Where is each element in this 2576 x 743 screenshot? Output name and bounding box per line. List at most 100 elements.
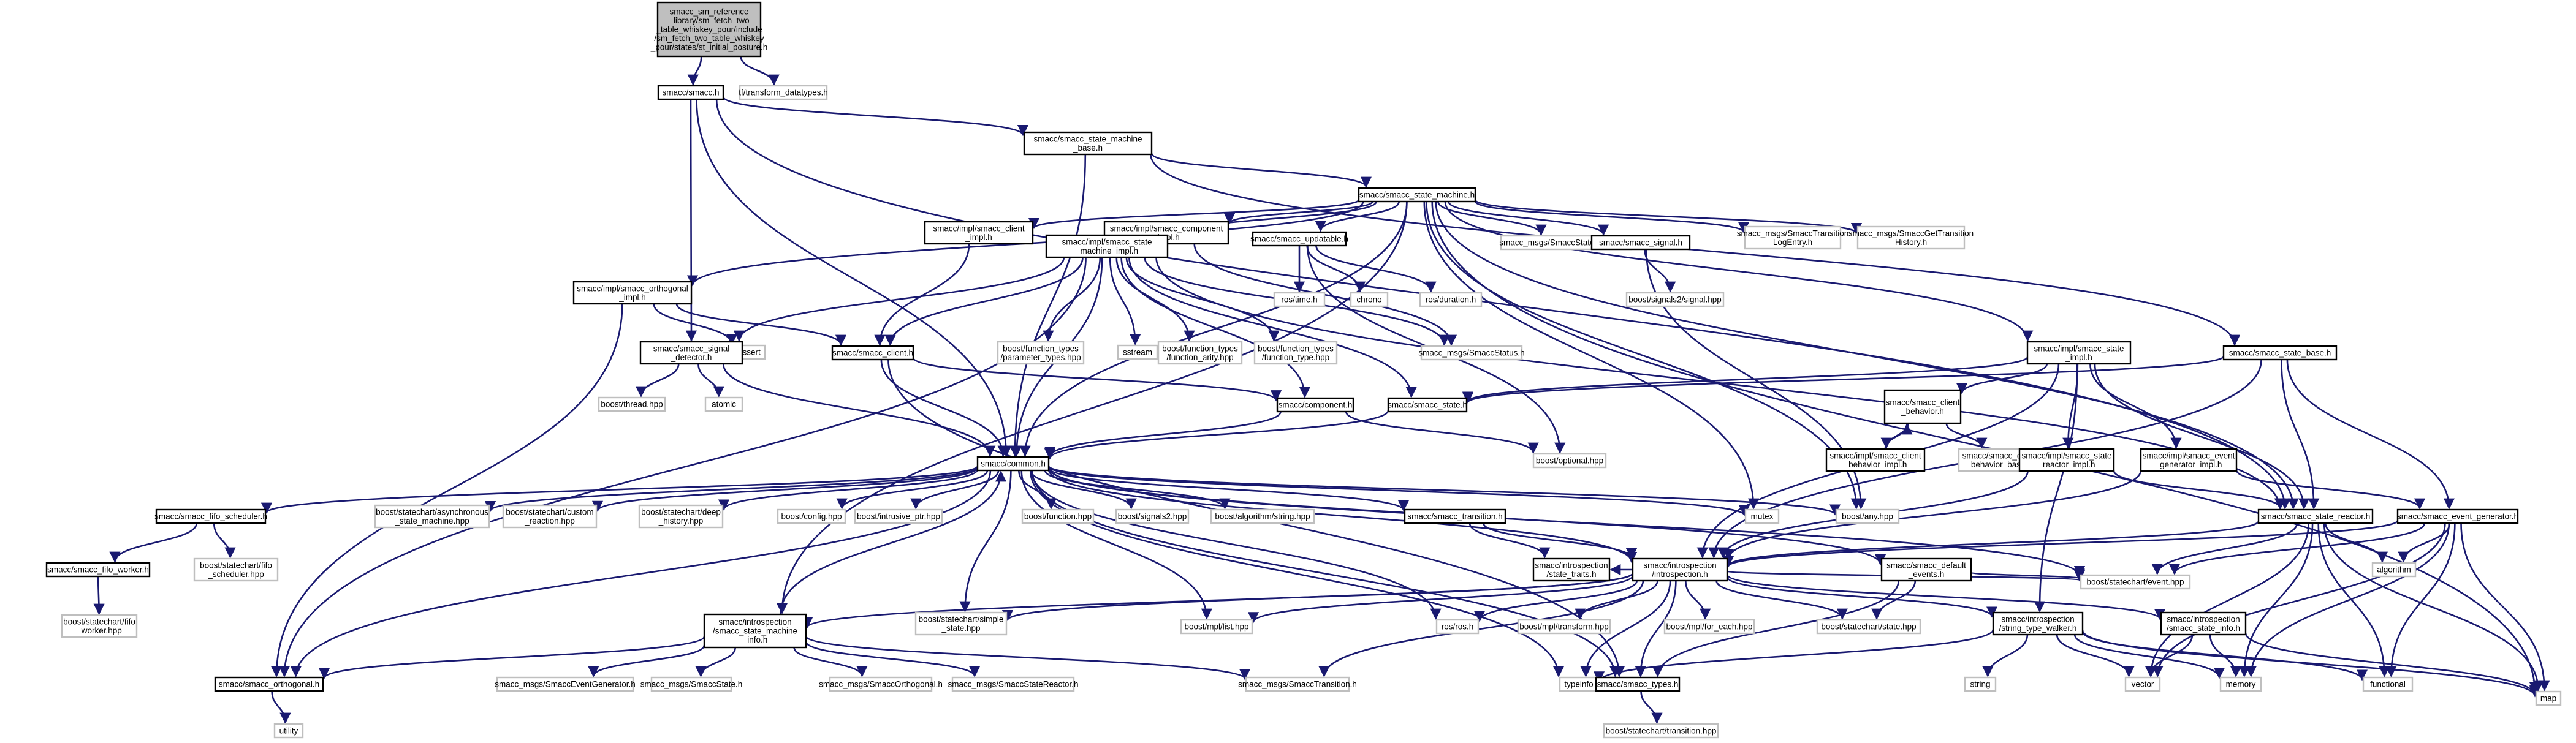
node-chrono[interactable]: chrono (1350, 292, 1389, 307)
node-ros-duration[interactable]: ros/duration.h (1419, 292, 1483, 307)
node-component-h[interactable]: smacc/component.h (1276, 397, 1354, 413)
node-client-h[interactable]: smacc/smacc_client.h (831, 345, 914, 361)
node-common[interactable]: smacc/common.h (976, 456, 1050, 472)
node-orth-impl[interactable]: smacc/impl/smacc_orthogonal_impl.h (572, 281, 693, 305)
edge-event_generator-to-map (2460, 522, 2550, 692)
node-signals2-signal[interactable]: boost/signals2/signal.hpp (1625, 292, 1725, 307)
node-msgs-orth[interactable]: smacc_msgs/SmaccOrthogonal.h (819, 676, 943, 692)
node-transform-hpp[interactable]: boost/mpl/transform.hpp (1517, 619, 1611, 635)
edge-event_generator-to-memory (2245, 522, 2450, 677)
node-sm-impl[interactable]: smacc/impl/smacc_state_machine_impl.h (1045, 234, 1169, 258)
edge-introspection-to-ros_h (1474, 580, 1638, 622)
node-string[interactable]: string (1964, 676, 1997, 692)
node-functional[interactable]: functional (2362, 676, 2414, 692)
node-fifo-worker-hpp[interactable]: boost/statechart/fifo_worker.hpp (61, 614, 138, 638)
node-fn-type[interactable]: boost/function_types/function_type.hpp (1253, 341, 1338, 365)
node-smacc-h[interactable]: smacc/smacc.h (657, 85, 724, 100)
node-function[interactable]: boost/function.hpp (1021, 508, 1095, 524)
node-box (704, 396, 743, 412)
node-ros-time[interactable]: ros/time.h (1273, 292, 1326, 307)
edge-sm_impl-to-sig_detector (733, 257, 1065, 342)
node-state-traits[interactable]: smacc/introspection/state_traits.h (1532, 557, 1611, 582)
node-evgen-impl[interactable]: smacc/impl/smacc_event_generator_impl.h (2140, 448, 2238, 472)
edge-smacc_h-to-sm_base (722, 96, 1028, 137)
node-client-impl[interactable]: smacc/impl/smacc_client_impl.h (924, 221, 1034, 245)
node-signals2[interactable]: boost/signals2.hpp (1115, 508, 1190, 524)
edge-state_info-to-memory (2209, 634, 2242, 677)
node-list-hpp[interactable]: boost/mpl/list.hpp (1180, 619, 1253, 635)
node-box (656, 1, 762, 58)
node-introspection[interactable]: smacc/introspection/introspection.h (1632, 557, 1728, 582)
node-algorithm[interactable]: algorithm (2371, 562, 2417, 578)
node-state-hpp[interactable]: boost/statechart/state.hpp (1816, 619, 1921, 635)
node-state-h[interactable]: smacc/smacc_state.h (1387, 397, 1468, 413)
node-msgs-reactor[interactable]: smacc_msgs/SmaccStateReactor.h (948, 676, 1079, 692)
node-fifo-worker[interactable]: smacc/smacc_fifo_worker.h (45, 562, 151, 578)
node-signal-h[interactable]: smacc/smacc_signal.h (1590, 235, 1691, 251)
node-ros-h[interactable]: ros/ros.h (1435, 619, 1480, 635)
node-mutex[interactable]: mutex (1744, 508, 1780, 524)
node-orthogonal-h[interactable]: smacc/smacc_orthogonal.h (214, 676, 324, 692)
node-transition-h[interactable]: smacc/smacc_transition.h (1404, 508, 1506, 524)
node-async-sm[interactable]: boost/statechart/asynchronous_state_mach… (374, 504, 490, 529)
node-msgs-trans[interactable]: smacc_msgs/SmaccTransition.h (1238, 676, 1357, 692)
node-state-impl[interactable]: smacc/impl/smacc_state_impl.h (2026, 341, 2132, 365)
node-utility[interactable]: utility (273, 723, 304, 739)
node-event-generator[interactable]: smacc/smacc_event_generator.h (2396, 508, 2519, 524)
node-intrusive-ptr[interactable]: boost/intrusive_ptr.hpp (854, 508, 943, 524)
node-box (2219, 676, 2262, 692)
node-fifo-sched[interactable]: smacc/smacc_fifo_scheduler.h (154, 508, 267, 524)
node-layer: smacc_sm_reference_library/sm_fetch_two_… (45, 1, 2562, 739)
node-any[interactable]: boost/any.hpp (1835, 508, 1900, 524)
node-label: smacc/smacc_default_events.h (1886, 560, 1966, 579)
node-client-behavior[interactable]: smacc/smacc_client_behavior.h (1883, 389, 1962, 424)
node-state-base[interactable]: smacc/smacc_state_base.h (2222, 345, 2338, 361)
node-simple-state[interactable]: boost/statechart/simple_state.hpp (914, 611, 1008, 636)
node-label: boost/thread.hpp (601, 400, 663, 409)
node-for-each[interactable]: boost/mpl/for_each.hpp (1663, 619, 1755, 635)
edge-sm_h-to-updatable (1315, 201, 1400, 232)
edge-state_impl-to-state_h (1462, 356, 2029, 403)
node-deep-history[interactable]: boost/statechart/deep_history.hpp (638, 504, 724, 529)
node-algo-string[interactable]: boost/algorithm/string.hpp (1210, 508, 1315, 524)
node-label: smacc_msgs/SmaccStatus.h (1418, 349, 1524, 358)
node-updatable[interactable]: smacc/smacc_updatable.h (1250, 231, 1348, 247)
node-thread[interactable]: boost/thread.hpp (598, 396, 666, 412)
node-fifo-sched-hpp[interactable]: boost/statechart/fifo_scheduler.hpp (193, 557, 279, 582)
node-state-reactor[interactable]: smacc/smacc_state_reactor.h (2257, 508, 2374, 524)
node-root[interactable]: smacc_sm_reference_library/sm_fetch_two_… (650, 1, 768, 58)
node-sstream[interactable]: sstream (1117, 344, 1158, 360)
node-types-h[interactable]: smacc/smacc_types.h (1595, 676, 1681, 692)
node-default-events[interactable]: smacc/smacc_default_events.h (1880, 557, 1972, 582)
node-fn-param[interactable]: boost/function_types/parameter_types.hpp (997, 341, 1085, 365)
node-atomic[interactable]: atomic (704, 396, 743, 412)
node-memory[interactable]: memory (2219, 676, 2262, 692)
node-map[interactable]: map (2535, 690, 2562, 706)
node-state-info[interactable]: smacc/introspection/smacc_state_info.h (2160, 611, 2247, 636)
node-sm-h[interactable]: smacc/smacc_state_machine.h (1358, 187, 1476, 203)
node-type-walker[interactable]: smacc/introspection/string_type_walker.h (1992, 611, 2084, 636)
node-sig-detector[interactable]: smacc/smacc_signal_detector.h (639, 341, 743, 365)
node-cb-impl[interactable]: smacc/impl/smacc_client_behavior_impl.h (1825, 448, 1926, 472)
node-typeinfo[interactable]: typeinfo (1559, 676, 1599, 692)
node-custom-reaction[interactable]: boost/statechart/custom_reaction.hpp (502, 504, 598, 529)
node-fn-arity[interactable]: boost/function_types/function_arity.hpp (1157, 341, 1243, 365)
node-msgs-evgen[interactable]: smacc_msgs/SmaccEventGenerator.h (495, 676, 636, 692)
node-tf-transform[interactable]: tf/transform_datatypes.h (739, 85, 828, 100)
node-sm-base[interactable]: smacc/smacc_state_machine_base.h (1023, 131, 1153, 156)
node-transition-hpp[interactable]: boost/statechart/transition.hpp (1603, 723, 1719, 739)
node-sm-info[interactable]: smacc/introspection/smacc_state_machine_… (703, 613, 807, 649)
node-event-hpp[interactable]: boost/statechart/event.hpp (2080, 574, 2191, 590)
node-box (1532, 453, 1607, 469)
node-msgs-status[interactable]: smacc_msgs/SmaccStatus.h (1418, 345, 1525, 361)
node-optional[interactable]: boost/optional.hpp (1532, 453, 1607, 469)
edge-default_events-to-event_hpp (1970, 568, 2085, 580)
node-box (1404, 508, 1506, 524)
node-vector[interactable]: vector (2124, 676, 2161, 692)
node-config[interactable]: boost/config.hpp (777, 508, 846, 524)
node-msgs-state[interactable]: smacc_msgs/SmaccState.h (640, 676, 743, 692)
node-reactor-impl[interactable]: smacc/impl/smacc_state_reactor_impl.h (2018, 448, 2115, 472)
node-box (2124, 676, 2161, 692)
